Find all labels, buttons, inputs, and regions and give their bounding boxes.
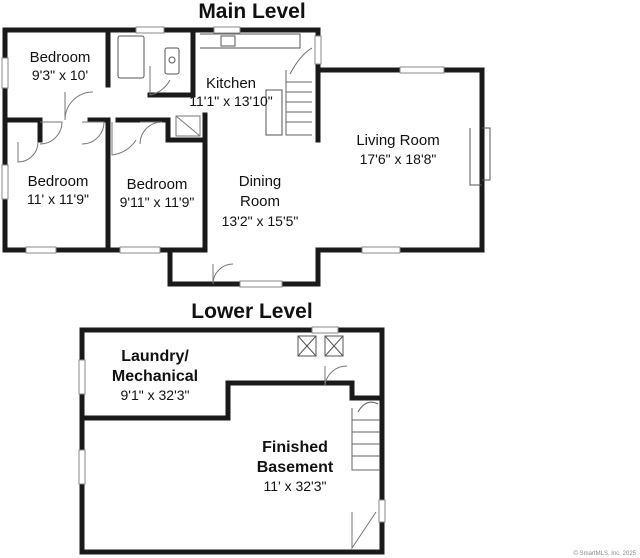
room-label-laundry-line1: Laundry/ <box>121 348 189 365</box>
egress-hatches <box>297 335 344 357</box>
room-dims-laundry: 9'1" x 32'3" <box>121 387 190 403</box>
room-label-bedroom-3: Bedroom <box>127 176 188 193</box>
lower-stairs <box>351 401 380 471</box>
room-label-laundry-line2: Mechanical <box>112 368 198 385</box>
room-dims-bedroom-3: 9'11" x 11'9" <box>120 194 195 210</box>
lower-level-windows <box>78 326 386 523</box>
main-level-windows <box>1 26 445 288</box>
room-label-living-room: Living Room <box>356 132 439 149</box>
room-dims-basement: 11' x 32'3" <box>264 478 327 494</box>
copyright-credit: © SmartMLS, Inc. 2025 <box>574 550 637 557</box>
bathroom-fixtures <box>117 35 180 79</box>
room-dims-bedroom-1: 9'3" x 10' <box>32 67 88 83</box>
room-label-basement-line2: Basement <box>257 459 334 476</box>
room-dims-bedroom-2: 11' x 11'9" <box>27 191 89 207</box>
room-dims-living-room: 17'6" x 18'8" <box>360 151 437 167</box>
room-label-basement-line1: Finished <box>262 439 328 456</box>
room-label-dining-line2: Room <box>240 193 280 210</box>
room-label-dining-line1: Dining <box>239 173 282 190</box>
level-title-lower: Lower Level <box>191 300 312 323</box>
main-level-doors <box>17 66 234 285</box>
main-level-plan <box>1 26 491 288</box>
kitchen-counters <box>200 33 301 136</box>
room-label-bedroom-1: Bedroom <box>30 49 91 66</box>
main-stairs <box>285 47 313 136</box>
room-dims-dining: 13'2" x 15'5" <box>222 213 299 229</box>
room-label-bedroom-2: Bedroom <box>28 173 89 190</box>
fireplace <box>469 127 491 186</box>
room-dims-kitchen: 11'1" x 13'10" <box>189 93 273 109</box>
room-label-kitchen: Kitchen <box>206 75 256 92</box>
level-title-main: Main Level <box>198 0 305 23</box>
lower-level-interior-walls <box>79 380 385 421</box>
lower-level-doors <box>324 365 377 550</box>
lower-level-plan <box>78 326 386 555</box>
